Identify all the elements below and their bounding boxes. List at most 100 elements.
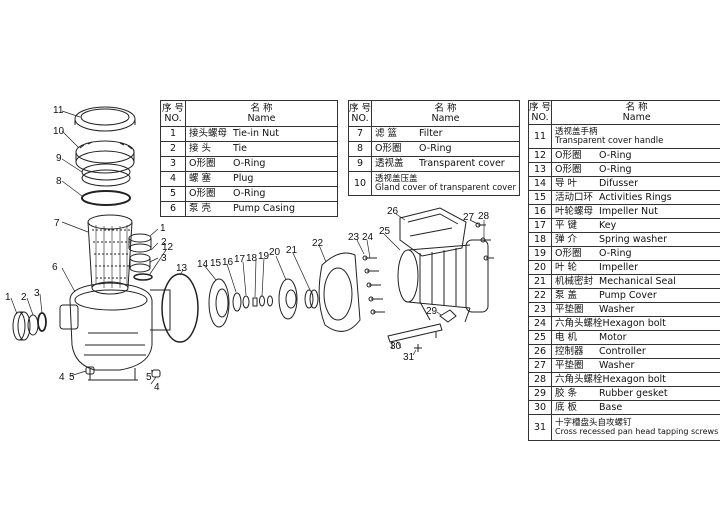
part-26-controller — [399, 207, 467, 257]
callout-27: 27 — [463, 212, 475, 223]
callout-24: 24 — [362, 232, 374, 243]
part-15-19-small-parts — [232, 292, 273, 312]
part-7-filter-basket — [87, 214, 133, 295]
part-31-screws — [414, 344, 422, 352]
callout-2-upper: 2 — [161, 237, 167, 248]
callout-1-upper: 1 — [160, 223, 166, 234]
part-1-2-3-inlet-union — [12, 311, 47, 341]
callout-26: 26 — [387, 206, 399, 217]
callout-1: 1 — [5, 292, 11, 303]
callout-31: 31 — [403, 352, 415, 363]
callout-4-left: 4 — [59, 372, 65, 383]
callout-10: 10 — [53, 126, 65, 137]
leader-lines — [10, 110, 485, 385]
callout-14: 14 — [197, 259, 209, 270]
callout-3-upper: 3 — [161, 253, 167, 264]
callout-7: 7 — [54, 218, 60, 229]
part-9-transparent-cover — [81, 163, 131, 187]
part-13-o-ring — [161, 273, 199, 343]
part-27-28-washers — [475, 222, 494, 261]
callout-25: 25 — [379, 226, 391, 237]
callout-4-right: 4 — [154, 382, 160, 393]
callout-9: 9 — [56, 153, 62, 164]
part-11-cover-handle — [74, 106, 136, 132]
callout-23: 23 — [348, 232, 360, 243]
callout-6: 6 — [52, 262, 58, 273]
callout-3: 3 — [34, 288, 40, 299]
part-20-impeller — [278, 278, 298, 320]
callout-17: 17 — [234, 254, 246, 265]
callout-22: 22 — [312, 238, 324, 249]
part-14-diffuser — [208, 278, 230, 328]
part-1-2-3-outlet-union — [128, 233, 152, 273]
part-10-gland-cover — [75, 140, 135, 174]
callout-16: 16 — [222, 257, 234, 268]
callout-8: 8 — [56, 176, 62, 187]
callout-18: 18 — [246, 253, 258, 264]
callout-13: 13 — [176, 263, 188, 274]
callout-28: 28 — [478, 211, 490, 222]
callout-15: 15 — [210, 258, 222, 269]
callout-5-right: 5 — [146, 372, 152, 383]
callout-2: 2 — [21, 292, 27, 303]
part-25-motor — [397, 239, 489, 323]
part-12-o-ring — [133, 273, 153, 281]
part-22-pump-cover — [318, 252, 361, 332]
callout-11: 11 — [53, 105, 64, 116]
callout-19: 19 — [258, 251, 270, 262]
callout-21: 21 — [286, 245, 298, 256]
part-21-mechanical-seal — [304, 289, 319, 309]
callout-5-left: 5 — [69, 372, 75, 383]
part-6-pump-casing — [59, 282, 171, 381]
callout-29: 29 — [426, 306, 438, 317]
part-23-24-bolts — [362, 255, 385, 315]
part-30-base — [387, 323, 443, 348]
part-29-rubber-gasket — [439, 309, 457, 323]
part-8-o-ring — [81, 190, 131, 206]
callout-12: 12 — [162, 242, 174, 253]
callout-30: 30 — [390, 341, 402, 352]
callout-20: 20 — [269, 247, 281, 258]
